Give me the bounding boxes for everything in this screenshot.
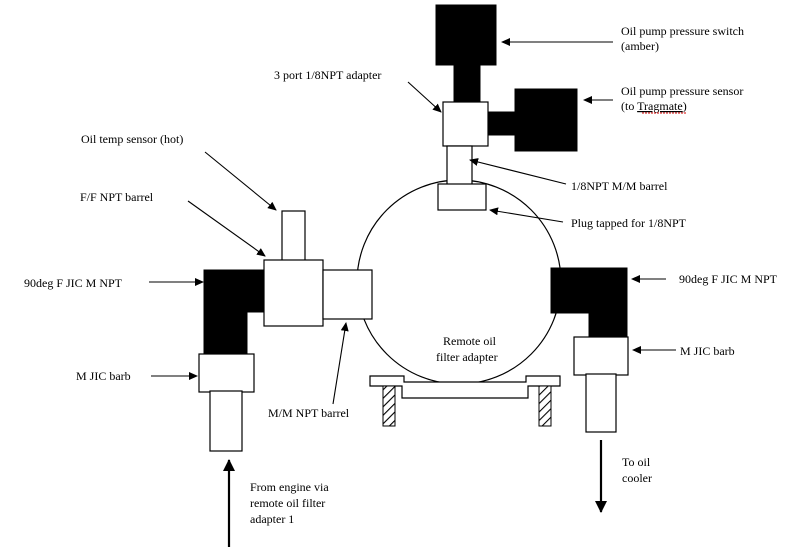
label-jic-right: 90deg F JIC M NPT [679, 272, 778, 286]
mount-bracket [369, 375, 561, 427]
label-sensor-2: (to Tragmate) [621, 99, 687, 113]
label-engine-2: remote oil filter [250, 496, 325, 510]
label-mm-npt: M/M NPT barrel [268, 406, 350, 420]
label-sensor-2-word: Tragmate [637, 99, 683, 113]
label-ff-barrel: F/F NPT barrel [80, 190, 154, 204]
arrow-mm-barrel-top [469, 158, 567, 185]
label-sensor-2-post: ) [683, 99, 687, 113]
label-sensor-2-pre: (to [621, 99, 637, 113]
label-engine-3: adapter 1 [250, 512, 294, 526]
label-remote-1: Remote oil [443, 334, 497, 348]
bolt-right [538, 385, 552, 427]
arrow-ff-barrel [187, 200, 266, 257]
label-engine-1: From engine via [250, 480, 329, 494]
jic-barb-right-nut [573, 336, 629, 376]
label-jic-left: 90deg F JIC M NPT [24, 276, 123, 290]
label-plug: Plug tapped for 1/8NPT [571, 216, 687, 230]
label-oil-temp: Oil temp sensor (hot) [81, 132, 183, 146]
jic-elbow-right [550, 267, 628, 339]
plug-tapped [437, 183, 487, 211]
jic-barb-left-nut [198, 353, 255, 393]
oil-pump-pressure-switch [435, 4, 497, 66]
arrow-oil-temp [204, 151, 277, 211]
mm-npt-barrel [322, 269, 373, 320]
label-barb-right: M JIC barb [680, 344, 735, 358]
ff-npt-barrel [263, 259, 324, 327]
switch-stem [453, 64, 481, 104]
oil-temp-sensor [281, 210, 306, 264]
arrow-plug [489, 207, 564, 223]
label-mm-barrel-top: 1/8NPT M/M barrel [571, 179, 668, 193]
jic-barb-right-tail [585, 373, 617, 433]
bolt-left [382, 385, 396, 427]
label-remote-2: filter adapter [436, 350, 498, 364]
mm-barrel-top [446, 145, 473, 187]
oil-pump-pressure-sensor [514, 88, 578, 152]
label-3port-adapter: 3 port 1/8NPT adapter [274, 68, 381, 82]
three-port-adapter [442, 101, 489, 147]
label-switch-1: Oil pump pressure switch [621, 24, 744, 38]
sensor-neck [487, 111, 519, 136]
label-switch-2: (amber) [621, 39, 659, 53]
label-cooler-2: cooler [622, 471, 652, 485]
arrow-mm-npt [332, 322, 349, 405]
label-cooler-1: To oil [622, 455, 651, 469]
arrow-3port [407, 81, 442, 113]
label-sensor-1: Oil pump pressure sensor [621, 84, 743, 98]
jic-barb-left-tail [209, 390, 243, 452]
jic-elbow-left [203, 269, 269, 357]
label-barb-left: M JIC barb [76, 369, 131, 383]
